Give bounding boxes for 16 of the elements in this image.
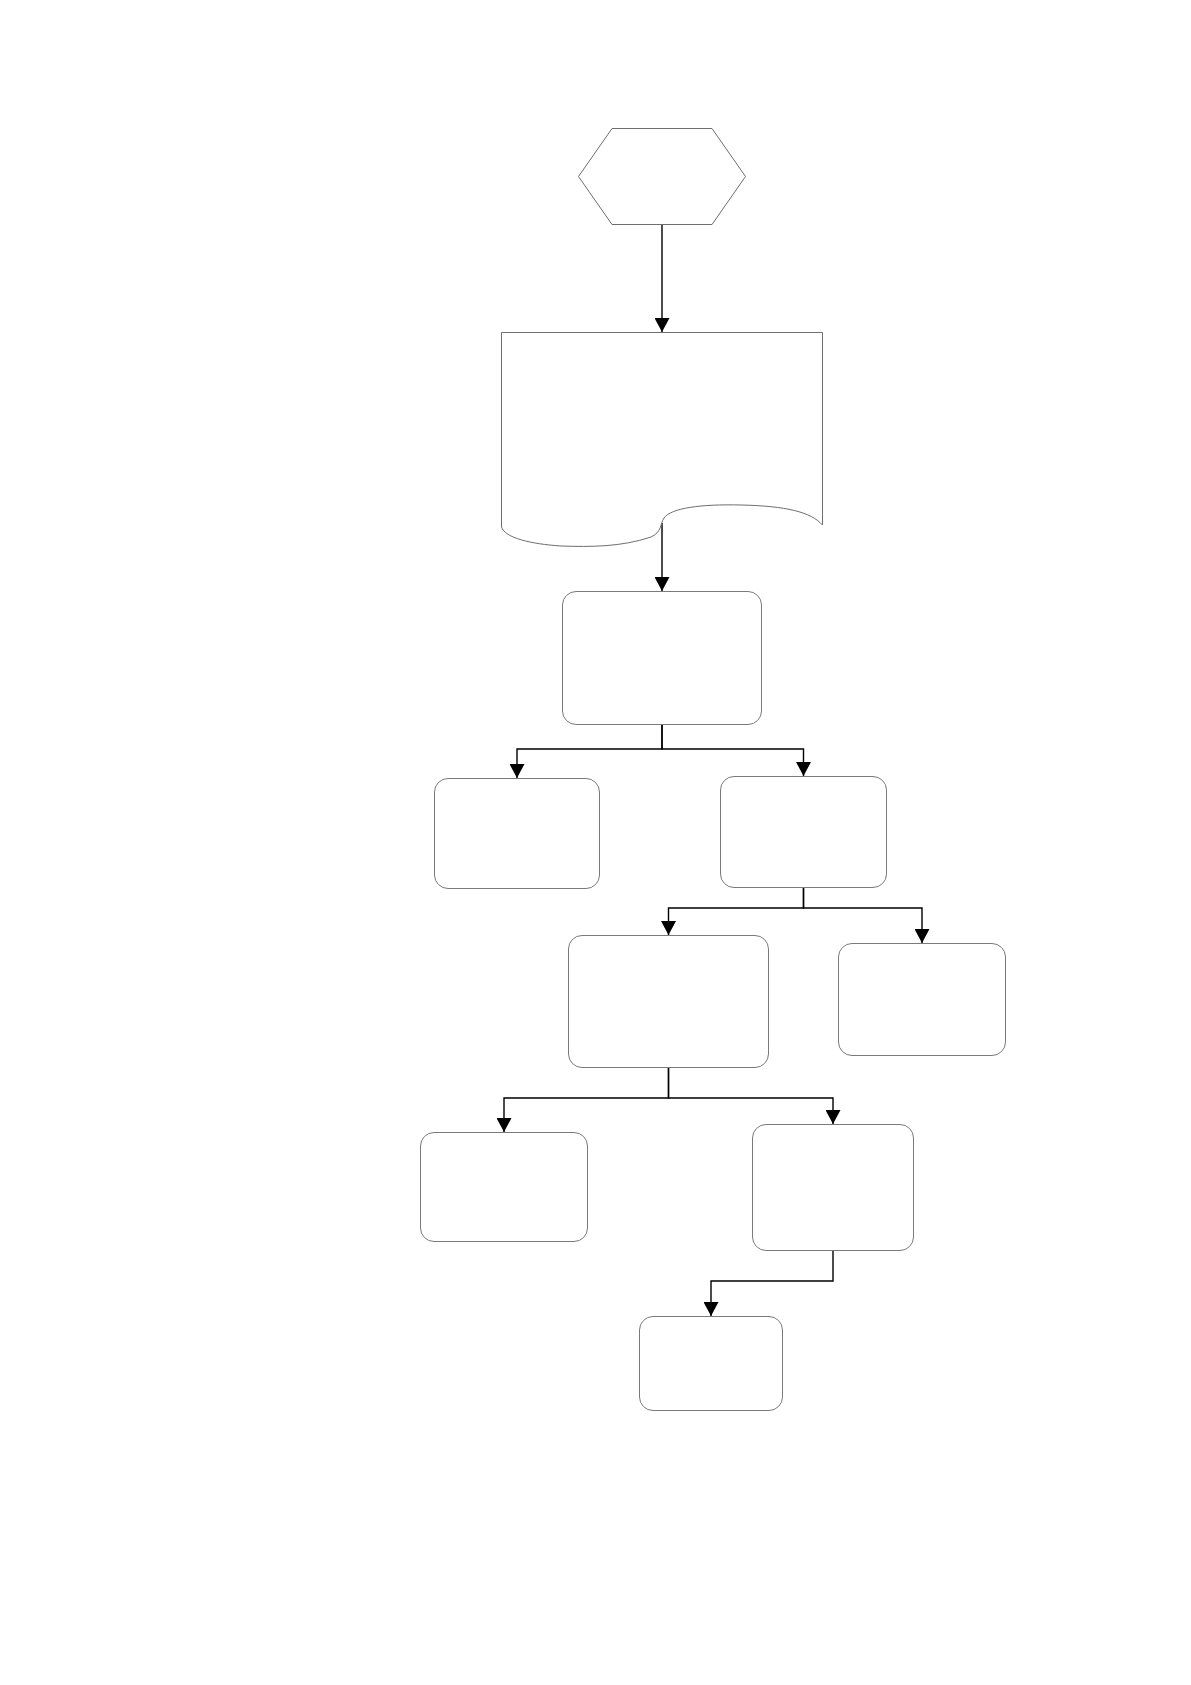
rounded-box <box>838 943 1006 1056</box>
arrow <box>654 522 670 592</box>
arrow <box>654 224 670 333</box>
rounded-box <box>434 778 600 889</box>
arrow <box>703 1250 834 1317</box>
rounded-box <box>568 935 769 1068</box>
arrow <box>667 1067 841 1125</box>
arrow <box>802 887 930 944</box>
rounded-box <box>420 1132 588 1242</box>
arrow <box>661 724 811 777</box>
rounded-box <box>752 1124 914 1251</box>
document-shape <box>501 332 823 548</box>
rounded-box <box>720 776 887 888</box>
rounded-box <box>639 1316 783 1411</box>
hexagon-shape <box>578 128 746 225</box>
rounded-box <box>562 591 762 725</box>
